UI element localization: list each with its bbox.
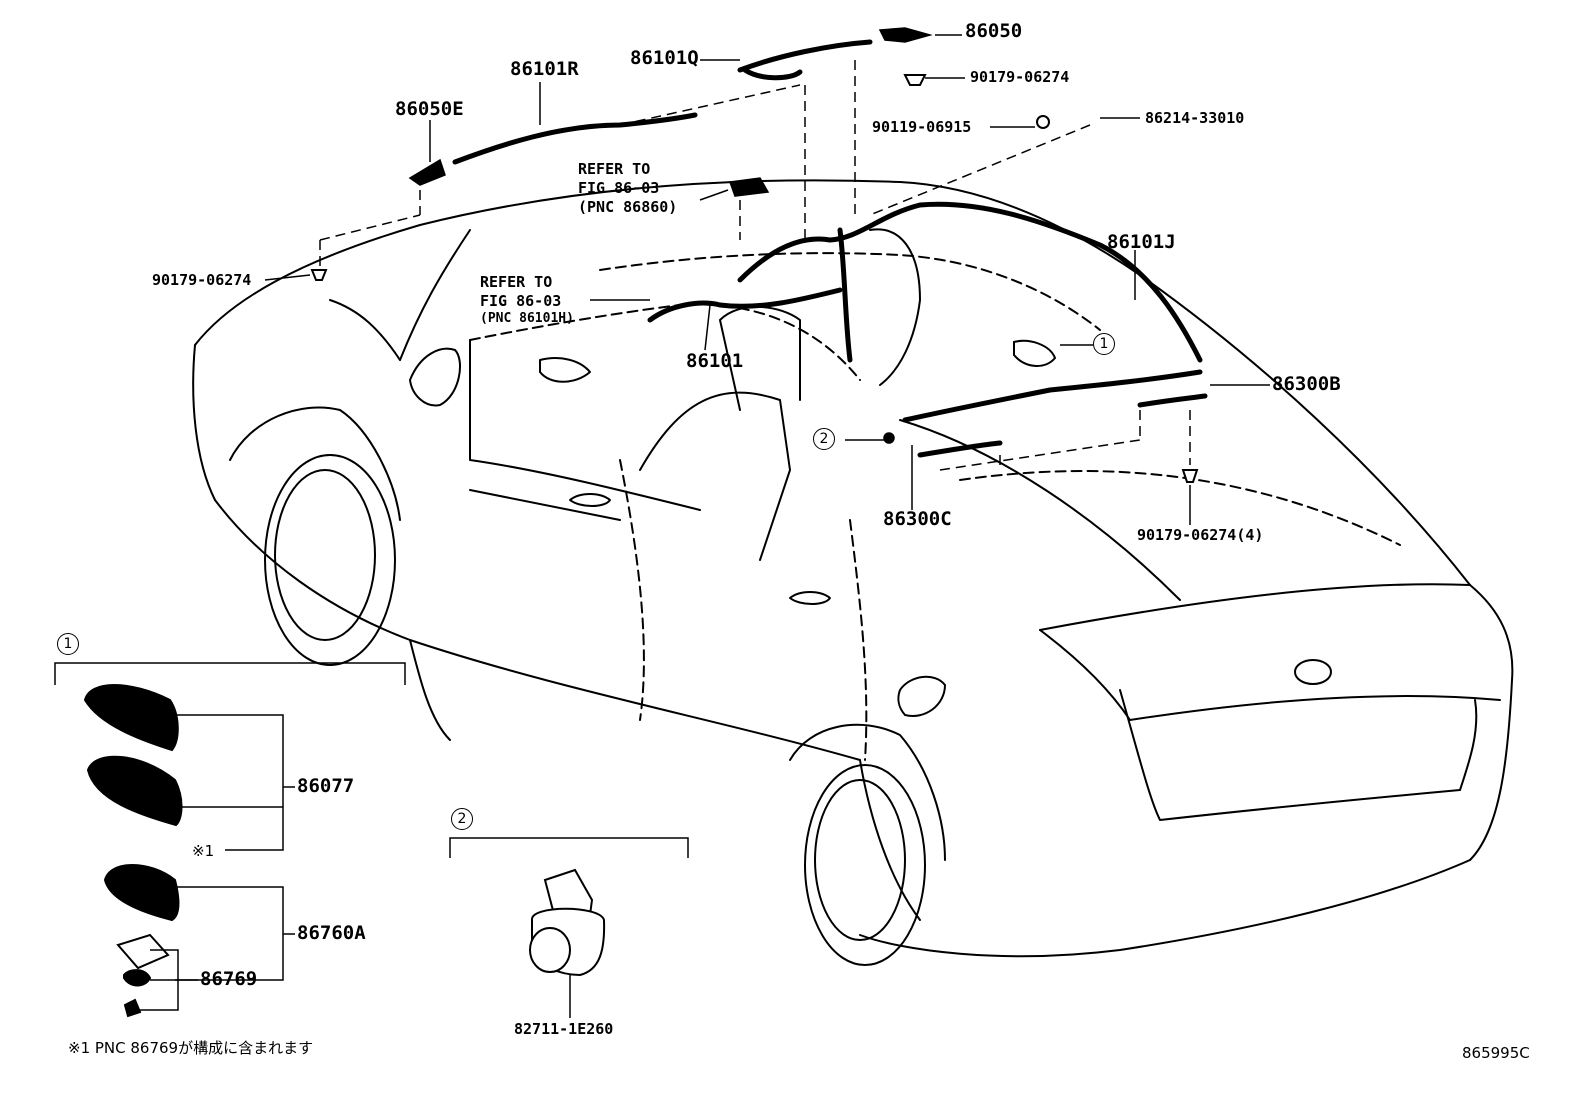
part-label-86050e: 86050E — [395, 98, 464, 120]
callout-1: 1 — [1093, 333, 1115, 355]
part-label-86077: 86077 — [297, 775, 355, 797]
part-label-86214-33010: 86214-33010 — [1145, 109, 1245, 127]
callout-2: 2 — [813, 428, 835, 450]
part-label-86300c: 86300C — [883, 508, 952, 530]
part-label-86760a: 86760A — [297, 922, 366, 944]
footnote: ※1 PNC 86769が構成に含まれます — [68, 1039, 314, 1057]
part-label-86050: 86050 — [965, 20, 1023, 42]
part-label-90179-06274-left: 90179-06274 — [152, 271, 252, 289]
note-mark: ※1 — [192, 842, 215, 860]
refer-line: FIG 86-03 — [578, 178, 660, 197]
part-label-86101r: 86101R — [510, 58, 579, 80]
part-label-86101j: 86101J — [1107, 231, 1176, 253]
part-label-86300b: 86300B — [1272, 373, 1341, 395]
refer-line: FIG 86-03 — [480, 291, 562, 310]
refer-line: (PNC 86101H) — [480, 310, 574, 326]
refer-line: (PNC 86860) — [578, 197, 678, 216]
inset-1-callout: 1 — [57, 633, 79, 655]
part-label-86101q: 86101Q — [630, 47, 699, 69]
refer-line: REFER TO — [578, 160, 651, 178]
part-label-82711-1e260: 82711-1E260 — [514, 1020, 614, 1038]
part-label-86101: 86101 — [686, 350, 744, 372]
part-label-86769: 86769 — [200, 968, 258, 990]
figure-code: 865995C — [1462, 1044, 1530, 1062]
inset-2-callout: 2 — [451, 808, 473, 830]
refer-note-86860: REFER TO FIG 86-03 (PNC 86860) — [578, 160, 677, 216]
refer-note-86101h: REFER TO FIG 86-03 (PNC 86101H) — [480, 273, 574, 327]
part-label-90179-06274-4: 90179-06274(4) — [1137, 526, 1264, 544]
part-label-90119-06915: 90119-06915 — [872, 118, 972, 136]
refer-line: REFER TO — [480, 273, 553, 291]
part-label-90179-06274-top: 90179-06274 — [970, 68, 1070, 86]
